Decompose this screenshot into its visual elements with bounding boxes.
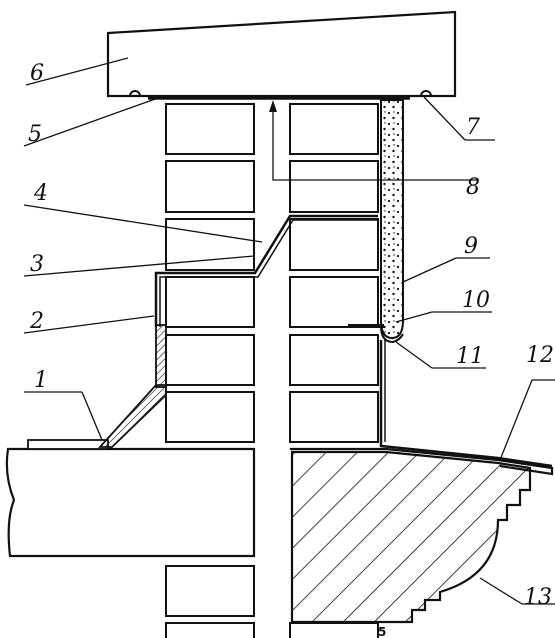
callout-3: 3 xyxy=(30,252,44,277)
joint-arrow-line xyxy=(272,106,478,181)
corner-mark: 5 xyxy=(378,625,386,638)
callout-9: 9 xyxy=(464,234,478,259)
callout-6: 6 xyxy=(30,61,44,86)
callout-2: 2 xyxy=(29,309,44,334)
left-brick-column xyxy=(165,103,255,638)
diagonal-flashing xyxy=(97,384,167,448)
floor-slab-left xyxy=(5,447,256,558)
vertical-flashing-left xyxy=(155,324,167,388)
right-vertical-flashing xyxy=(379,340,553,468)
callout-12: 12 xyxy=(526,343,554,368)
stepped-flashing xyxy=(154,214,378,327)
cornice-block xyxy=(290,450,532,624)
callout-13: 13 xyxy=(524,585,552,610)
callout-8: 8 xyxy=(466,175,480,200)
callout-5: 5 xyxy=(28,122,42,147)
sealant-strip xyxy=(380,99,404,340)
callout-1: 1 xyxy=(34,368,48,393)
joint-arrow-head xyxy=(269,100,277,112)
callout-10: 10 xyxy=(462,288,490,313)
cornice-top-edge xyxy=(290,447,554,476)
drip-bend xyxy=(380,325,404,344)
floor-membrane xyxy=(27,439,109,450)
leader-lines xyxy=(23,57,555,605)
callout-7: 7 xyxy=(466,115,480,140)
callout-11: 11 xyxy=(456,344,484,369)
drip-groove-left xyxy=(129,90,141,97)
stepped-flashing-inner xyxy=(159,219,378,327)
right-brick-column xyxy=(289,103,379,638)
callout-4: 4 xyxy=(33,181,48,206)
drip-groove-right xyxy=(420,90,432,97)
coping-slab xyxy=(106,10,457,98)
